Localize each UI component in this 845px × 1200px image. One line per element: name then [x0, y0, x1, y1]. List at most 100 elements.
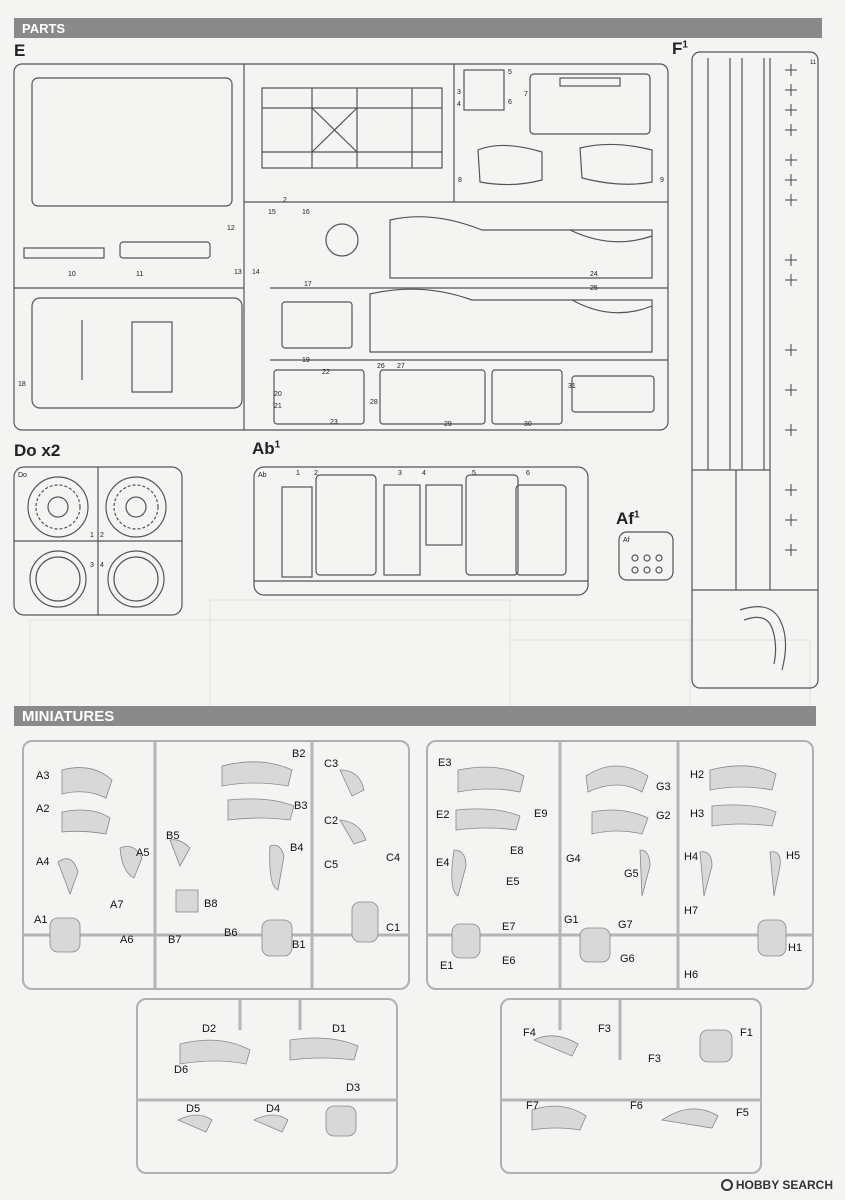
- callout-c5: C5: [324, 859, 339, 871]
- svg-text:19: 19: [302, 357, 310, 364]
- svg-text:3: 3: [398, 470, 402, 477]
- callout-e7: E7: [502, 921, 516, 933]
- callout-b3: B3: [294, 800, 308, 812]
- miniatures-section-header: MINIATURES: [14, 706, 816, 726]
- svg-text:Do: Do: [18, 472, 27, 479]
- svg-text:18: 18: [18, 381, 26, 388]
- callout-h6: H6: [684, 969, 699, 981]
- svg-text:1: 1: [90, 532, 94, 539]
- callout-b4: B4: [290, 842, 304, 854]
- svg-text:5: 5: [508, 69, 512, 76]
- svg-text:17: 17: [304, 281, 312, 288]
- callout-e1: E1: [440, 960, 454, 972]
- svg-text:2: 2: [314, 470, 318, 477]
- callout-b1: B1: [292, 939, 306, 951]
- figure-sprue-d-frame: [136, 998, 398, 1174]
- callout-g6: G6: [620, 953, 635, 965]
- callout-d2: D2: [202, 1023, 217, 1035]
- sprue-af1-label: Af1: [616, 509, 640, 528]
- sprue-f1-label: F1: [672, 39, 688, 58]
- sprue-ab1-drawing: Ab 1 2 3 4 5 6: [253, 466, 589, 596]
- svg-text:11: 11: [810, 60, 817, 66]
- callout-f4: F4: [523, 1027, 536, 1039]
- svg-text:Ab: Ab: [258, 472, 267, 479]
- callout-b7: B7: [168, 934, 182, 946]
- svg-text:31: 31: [568, 383, 576, 390]
- callout-f7: F7: [526, 1100, 539, 1112]
- callout-d4: D4: [266, 1103, 281, 1115]
- svg-text:2: 2: [283, 197, 287, 204]
- svg-text:14: 14: [252, 269, 260, 276]
- svg-text:29: 29: [444, 421, 452, 428]
- callout-d6: D6: [174, 1064, 189, 1076]
- svg-text:4: 4: [457, 101, 461, 108]
- parts-section-title: PARTS: [22, 20, 66, 36]
- figure-sprue-a-frame: [22, 740, 410, 990]
- callout-d3: D3: [346, 1082, 361, 1094]
- callout-g5: G5: [624, 868, 639, 880]
- callout-h1: H1: [788, 942, 803, 954]
- callout-b2: B2: [292, 748, 306, 760]
- svg-text:21: 21: [274, 403, 282, 410]
- callout-c4: C4: [386, 852, 401, 864]
- svg-text:26: 26: [377, 363, 385, 370]
- svg-text:22: 22: [322, 369, 330, 376]
- svg-text:20: 20: [274, 391, 282, 398]
- hobby-search-logo-icon: [720, 1179, 733, 1191]
- figure-sprue-e-frame: [426, 740, 814, 990]
- svg-text:25: 25: [590, 285, 598, 292]
- callout-g1: G1: [564, 914, 579, 926]
- callout-a6: A6: [120, 934, 134, 946]
- svg-text:13: 13: [234, 269, 242, 276]
- sprue-do-drawing: Do 1 2 3 4: [13, 466, 183, 616]
- callout-a2: A2: [36, 803, 50, 815]
- parts-section-header: PARTS: [14, 18, 822, 38]
- callout-g3: G3: [656, 781, 671, 793]
- callout-a4: A4: [36, 856, 50, 868]
- callout-b6: B6: [224, 927, 238, 939]
- figure-sprue-f-frame: [500, 998, 762, 1174]
- callout-d1: D1: [332, 1023, 347, 1035]
- callout-h5: H5: [786, 850, 801, 862]
- watermark-text: HOBBY SEARCH: [735, 1178, 833, 1192]
- callout-d5: D5: [186, 1103, 201, 1115]
- callout-b5: B5: [166, 830, 180, 842]
- svg-text:2: 2: [100, 532, 104, 539]
- svg-text:6: 6: [526, 470, 530, 477]
- callout-e8: E8: [510, 845, 524, 857]
- sprue-e-label: E: [14, 41, 26, 60]
- callout-a7: A7: [110, 899, 124, 911]
- svg-text:4: 4: [422, 470, 426, 477]
- callout-c3: C3: [324, 758, 339, 770]
- callout-h7: H7: [684, 905, 699, 917]
- svg-text:6: 6: [508, 99, 512, 106]
- callout-e9: E9: [534, 808, 548, 820]
- hobby-search-watermark: HOBBY SEARCH: [720, 1178, 833, 1192]
- callout-h3: H3: [690, 808, 705, 820]
- callout-g4: G4: [566, 853, 581, 865]
- callout-f1: F1: [740, 1027, 753, 1039]
- svg-text:10: 10: [68, 271, 76, 278]
- svg-text:24: 24: [590, 271, 598, 278]
- svg-text:15: 15: [268, 209, 276, 216]
- svg-text:4: 4: [100, 562, 104, 569]
- svg-text:30: 30: [524, 421, 532, 428]
- svg-text:11: 11: [136, 271, 143, 278]
- callout-a1: A1: [34, 914, 48, 926]
- svg-text:9: 9: [660, 177, 664, 184]
- callout-b8: B8: [204, 898, 218, 910]
- callout-a3: A3: [36, 770, 50, 782]
- callout-a5: A5: [136, 847, 150, 859]
- svg-text:3: 3: [457, 89, 461, 96]
- sprue-f1-drawing: 11: [691, 51, 819, 689]
- callout-c2: C2: [324, 815, 339, 827]
- sprue-ab1-label: Ab1: [252, 439, 281, 458]
- svg-text:5: 5: [472, 470, 476, 477]
- callout-e4: E4: [436, 857, 450, 869]
- svg-text:8: 8: [458, 177, 462, 184]
- callout-e2: E2: [436, 809, 450, 821]
- svg-text:7: 7: [524, 91, 528, 98]
- svg-text:16: 16: [302, 209, 310, 216]
